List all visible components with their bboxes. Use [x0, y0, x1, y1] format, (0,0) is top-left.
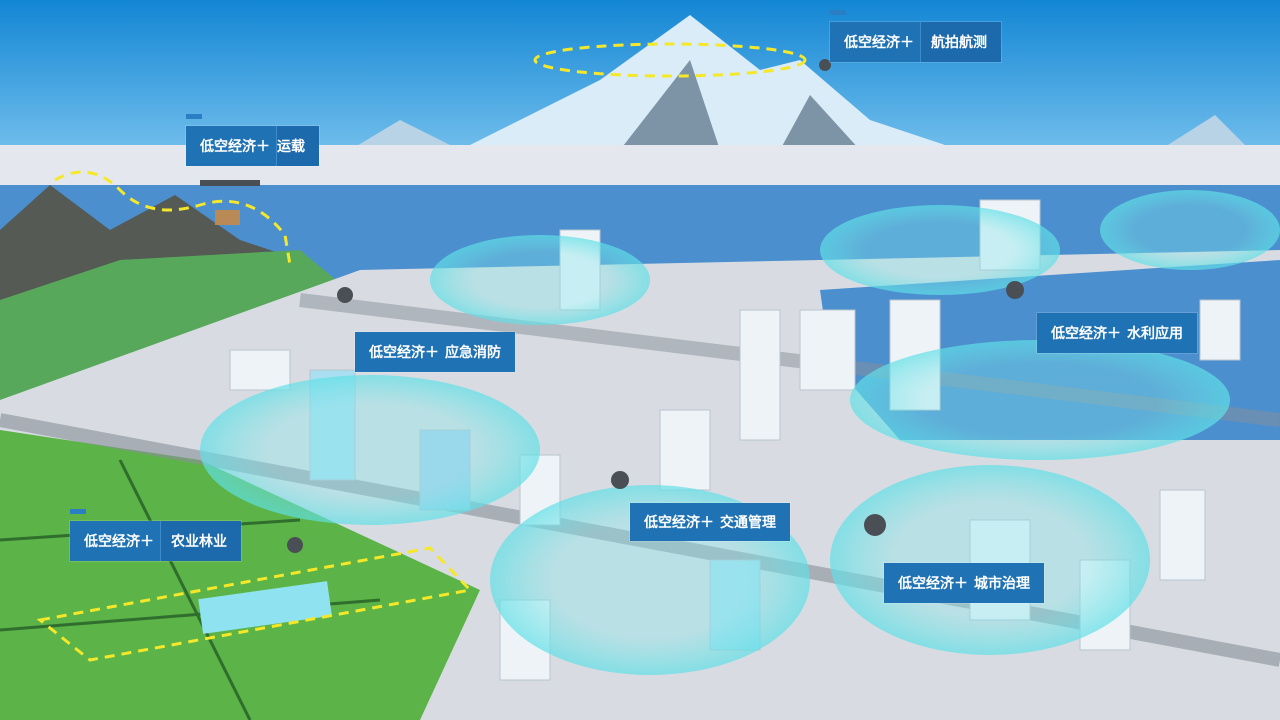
label-fire: 低空经济＋应急消防	[355, 332, 515, 372]
flight-paths	[36, 42, 807, 662]
label-city-governance: 低空经济＋城市治理	[884, 563, 1044, 603]
drones	[200, 59, 1024, 553]
label-water: 低空经济＋水利应用	[1037, 313, 1197, 353]
label-traffic: 低空经济＋交通管理	[630, 503, 790, 541]
label-tab	[830, 10, 846, 15]
fields	[0, 430, 480, 720]
label-aerial-survey: 低空经济＋航拍航测	[830, 10, 1001, 62]
green-hills	[0, 250, 360, 400]
label-agriculture: 低空经济＋农业林业	[70, 509, 241, 561]
label-tab	[70, 509, 86, 514]
label-tab	[186, 114, 202, 119]
label-transport: 低空经济＋运载	[186, 114, 319, 166]
